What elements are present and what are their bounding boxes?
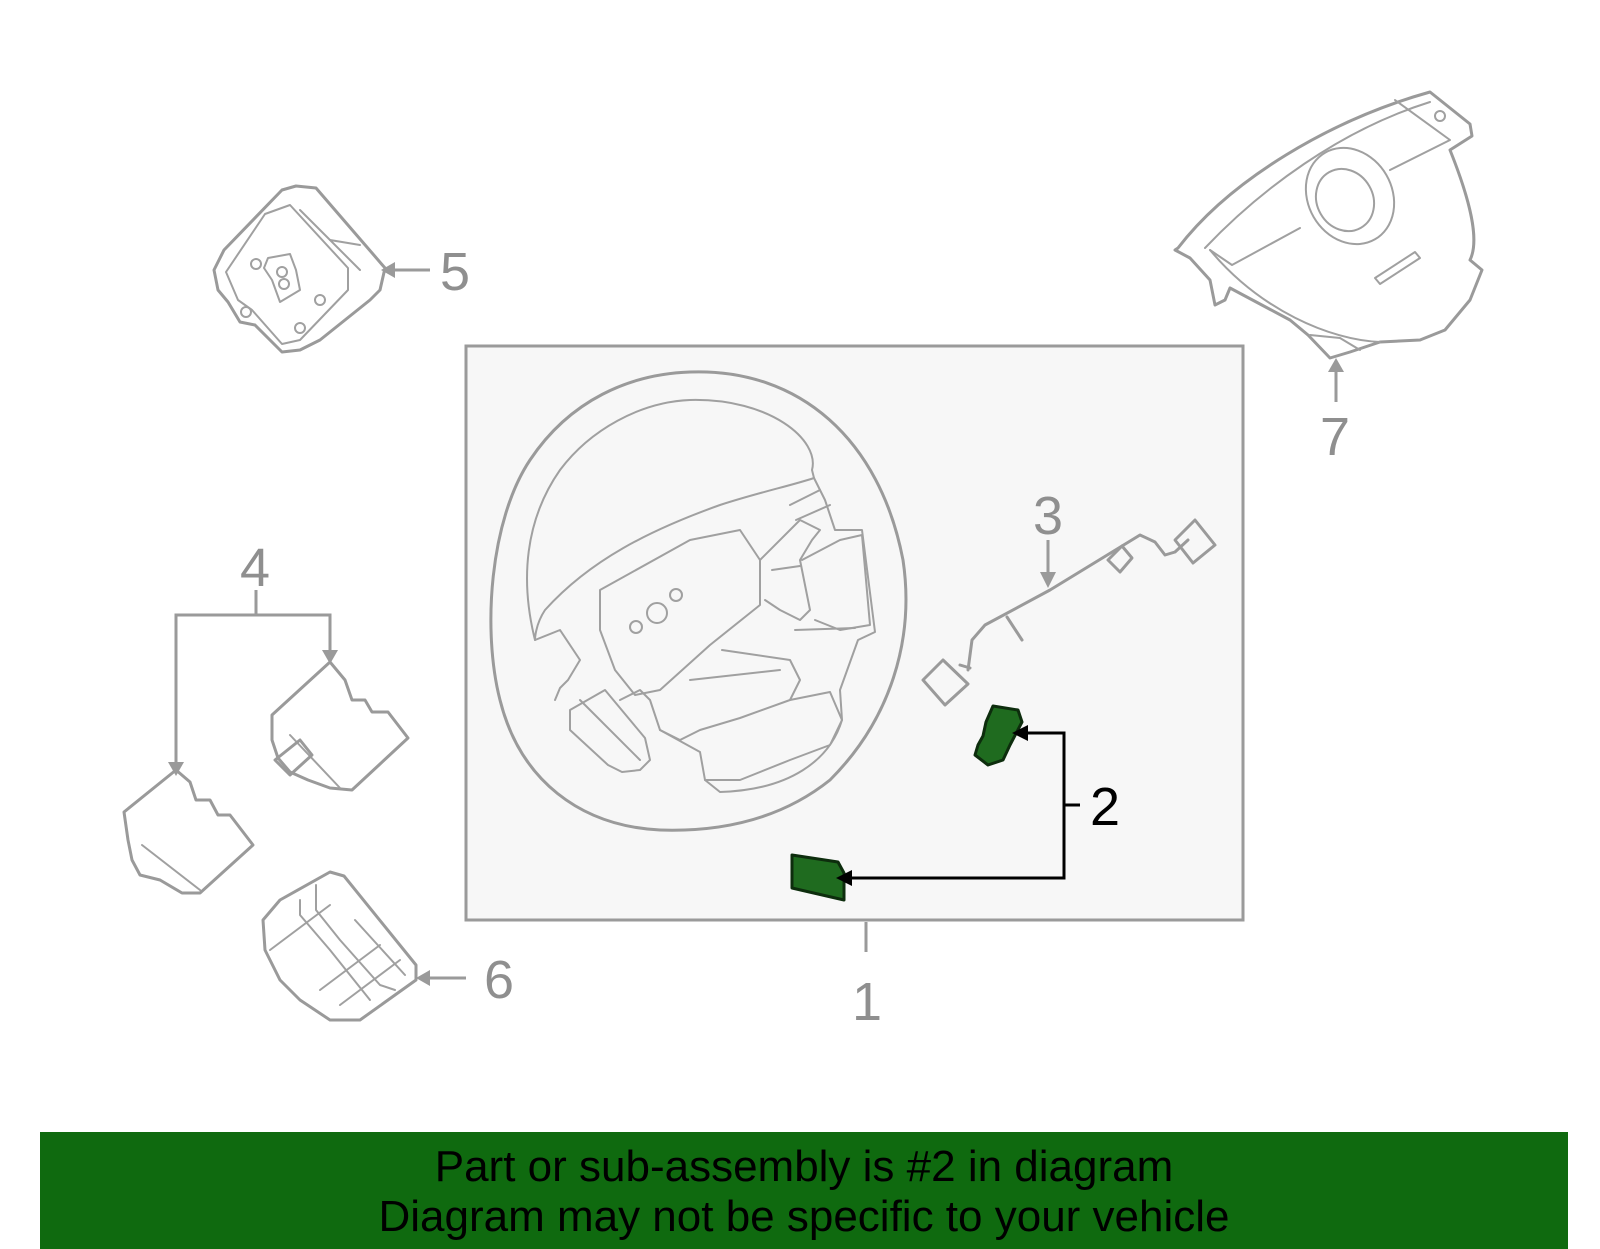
airbag-module-part-7 — [1173, 90, 1484, 360]
callout-4-arrow-right — [322, 650, 338, 664]
switch-part-4-lower — [122, 768, 255, 895]
callout-4-leader — [174, 590, 332, 762]
assembly-box — [464, 344, 1245, 922]
banner-line-2: Diagram may not be specific to your vehi… — [378, 1192, 1230, 1241]
callout-5: 5 — [440, 242, 470, 302]
callout-2-arrow-lower — [836, 870, 852, 886]
callout-4: 4 — [240, 538, 270, 598]
part-2-clip-upper — [973, 704, 1024, 767]
info-banner: Part or sub-assembly is #2 in diagram Di… — [40, 1132, 1568, 1249]
switch-part-4-upper — [270, 660, 410, 792]
steering-wheel — [489, 370, 908, 832]
switch-panel-part-6 — [261, 870, 418, 1022]
callout-3-arrow — [1040, 572, 1056, 588]
wire-harness — [921, 518, 1217, 707]
part-2-clip-lower — [790, 853, 846, 902]
switch-cover-part-5 — [212, 184, 387, 354]
callout-1: 1 — [852, 972, 882, 1032]
banner-line-1: Part or sub-assembly is #2 in diagram — [434, 1142, 1174, 1191]
callout-3: 3 — [1033, 486, 1063, 546]
callout-2-arrow-upper — [1012, 725, 1028, 741]
callout-7: 7 — [1320, 407, 1350, 467]
callout-6-arrow — [416, 970, 430, 986]
callout-5-arrow — [381, 262, 395, 278]
callout-7-arrow — [1328, 358, 1344, 372]
callout-2: 2 — [1090, 777, 1120, 837]
callout-6: 6 — [484, 950, 514, 1010]
